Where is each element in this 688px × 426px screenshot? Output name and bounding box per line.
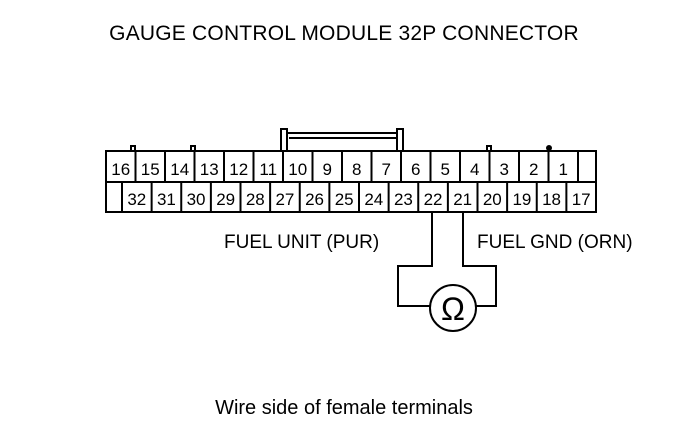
lock-tab-left-post xyxy=(280,128,288,152)
pin-19-label: 19 xyxy=(512,190,531,209)
test-leads xyxy=(397,212,497,332)
pin-4-label: 4 xyxy=(470,160,479,179)
pin-2-label: 2 xyxy=(529,160,538,179)
pin-20-label: 20 xyxy=(483,190,502,209)
pin-14-label: 14 xyxy=(170,160,189,179)
pin-5-label: 5 xyxy=(441,160,450,179)
lead-left xyxy=(397,212,433,307)
connector-housing xyxy=(105,128,597,213)
pin-12-label: 12 xyxy=(229,160,248,179)
pin-22-label: 22 xyxy=(424,190,443,209)
key-bump-2 xyxy=(190,145,196,151)
pin-13-label: 13 xyxy=(200,160,219,179)
pin-9-label: 9 xyxy=(323,160,332,179)
pin-1-label: 1 xyxy=(559,160,568,179)
key-dot xyxy=(546,145,552,151)
pin-24-label: 24 xyxy=(364,190,383,209)
pin-25-label: 25 xyxy=(335,190,354,209)
label-fuel-unit: FUEL UNIT (PUR) xyxy=(224,232,379,253)
label-fuel-gnd: FUEL GND (ORN) xyxy=(477,232,633,253)
pin-32-label: 32 xyxy=(127,190,146,209)
pin-6-label: 6 xyxy=(411,160,420,179)
ohmmeter-circle xyxy=(429,284,477,332)
pin-17-label: 17 xyxy=(572,190,591,209)
key-bump-3 xyxy=(486,145,492,151)
pin-10-label: 10 xyxy=(288,160,307,179)
lock-tab-right-post xyxy=(396,128,404,152)
bottom-row-cells: 32 31 30 29 28 27 26 25 24 23 22 21 20 19 18 17 xyxy=(121,182,591,212)
pin-21-label: 21 xyxy=(453,190,472,209)
ohm-symbol: Ω xyxy=(441,291,465,327)
pin-30-label: 30 xyxy=(187,190,206,209)
lead-right xyxy=(462,212,497,307)
top-row-cells: 16 15 14 13 12 11 10 9 8 7 6 5 4 3 2 1 xyxy=(111,151,579,182)
pin-15-label: 15 xyxy=(141,160,160,179)
pin-7-label: 7 xyxy=(382,160,391,179)
diagram-title: GAUGE CONTROL MODULE 32P CONNECTOR xyxy=(109,22,579,45)
pin-27-label: 27 xyxy=(275,190,294,209)
pin-8-label: 8 xyxy=(352,160,361,179)
pin-23-label: 23 xyxy=(394,190,413,209)
pin-3-label: 3 xyxy=(500,160,509,179)
pin-26-label: 26 xyxy=(305,190,324,209)
diagram-caption: Wire side of female terminals xyxy=(215,397,473,419)
pin-28-label: 28 xyxy=(246,190,265,209)
pin-18-label: 18 xyxy=(542,190,561,209)
pin-11-label: 11 xyxy=(259,160,277,179)
pin-16-label: 16 xyxy=(111,160,130,179)
pin-31-label: 31 xyxy=(157,190,176,209)
key-bump-1 xyxy=(130,145,136,151)
lock-tab xyxy=(282,132,402,151)
pin-29-label: 29 xyxy=(216,190,235,209)
